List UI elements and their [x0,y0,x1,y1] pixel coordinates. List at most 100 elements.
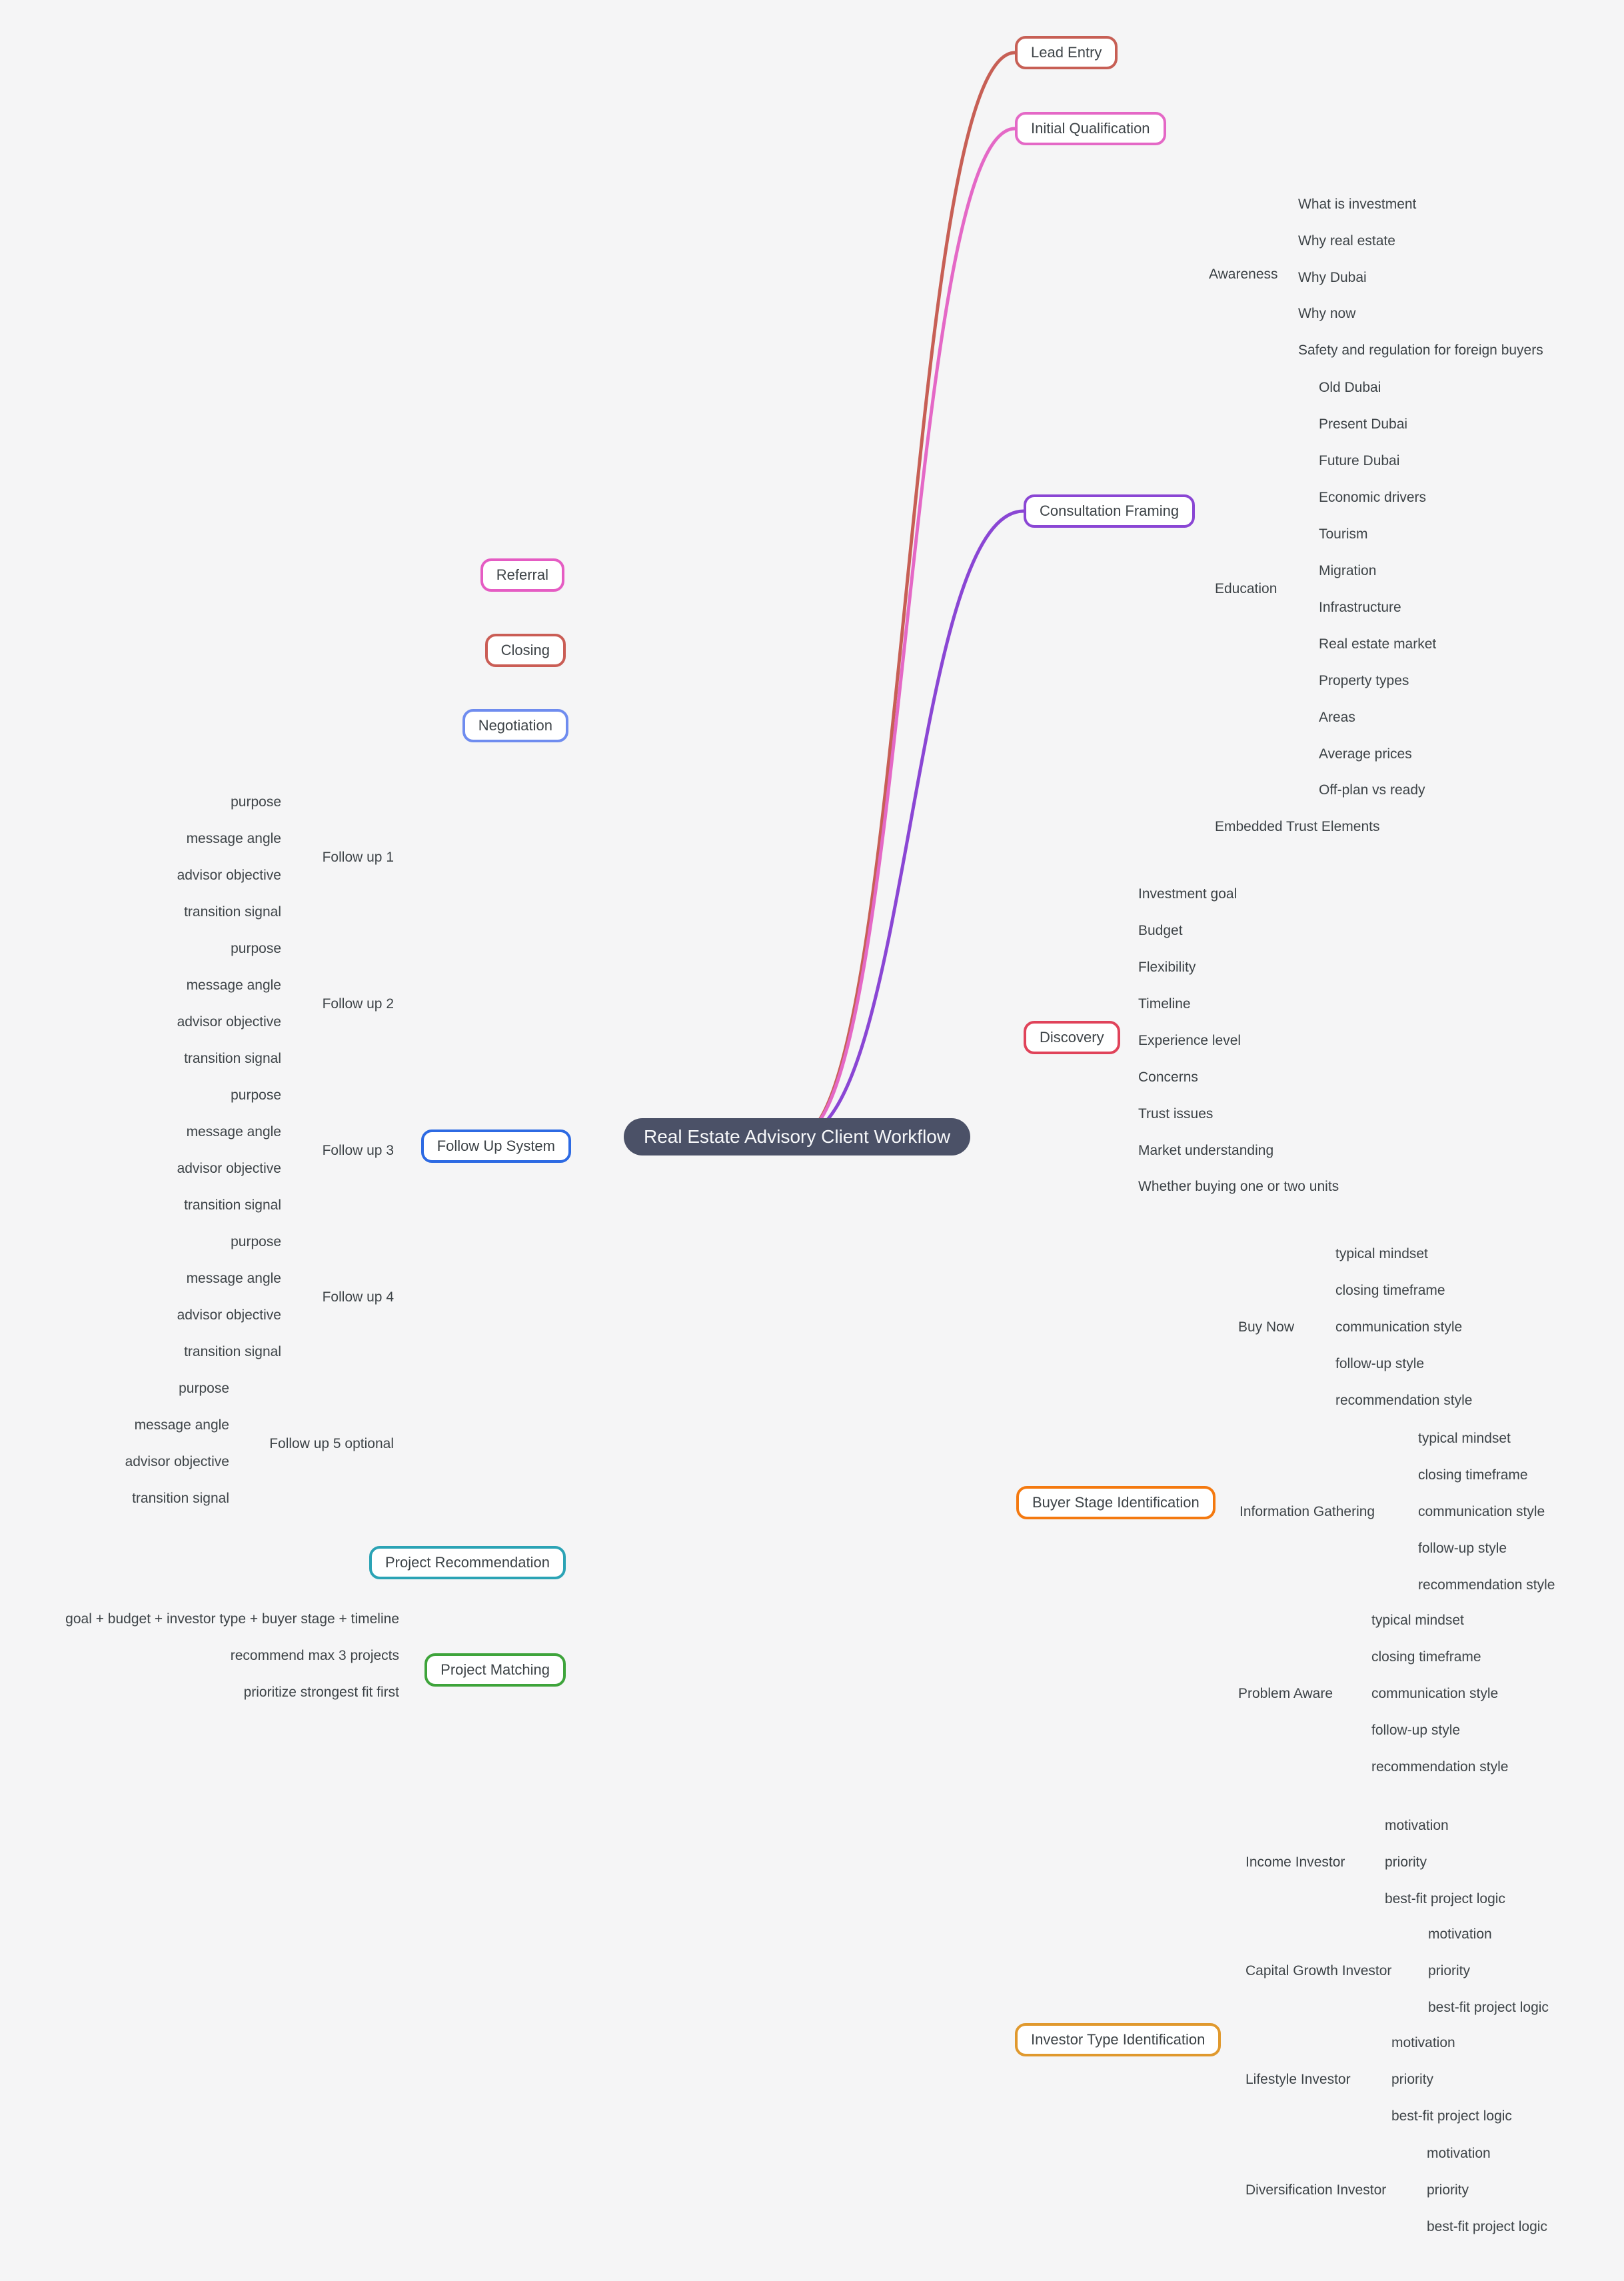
node-advisor-objective[interactable]: advisor objective [125,1454,229,1469]
node-migration[interactable]: Migration [1319,563,1377,578]
node-problem-aware[interactable]: Problem Aware [1238,1686,1333,1701]
node-capital-growth-investor[interactable]: Capital Growth Investor [1245,1963,1392,1978]
node-message-angle[interactable]: message angle [134,1417,229,1433]
node-what-is-investment[interactable]: What is investment [1298,197,1417,212]
node-communication-style[interactable]: communication style [1418,1504,1545,1519]
node-closing-timeframe[interactable]: closing timeframe [1335,1283,1445,1298]
node-property-types[interactable]: Property types [1319,673,1409,688]
node-future-dubai[interactable]: Future Dubai [1319,453,1400,468]
node-transition-signal[interactable]: transition signal [184,904,281,920]
node-recommendation-style[interactable]: recommendation style [1335,1393,1473,1408]
node-market-understanding[interactable]: Market understanding [1138,1143,1274,1158]
node-economic-drivers[interactable]: Economic drivers [1319,490,1427,505]
node-timeline[interactable]: Timeline [1138,996,1191,1012]
node-why-dubai[interactable]: Why Dubai [1298,270,1367,285]
node-initial-qualification[interactable]: Initial Qualification [1015,112,1166,145]
node-transition-signal[interactable]: transition signal [184,1344,281,1359]
node-follow-up-system[interactable]: Follow Up System [420,1130,571,1163]
node-safety-and-regulation-for-foreign-buyers[interactable]: Safety and regulation for foreign buyers [1298,343,1543,358]
node-lifestyle-investor[interactable]: Lifestyle Investor [1245,2072,1351,2087]
node-follow-up-style[interactable]: follow-up style [1418,1541,1507,1556]
node-experience-level[interactable]: Experience level [1138,1033,1241,1048]
node-closing[interactable]: Closing [484,634,566,667]
node-purpose[interactable]: purpose [231,1088,281,1103]
node-priority[interactable]: priority [1427,2182,1469,2198]
node-follow-up-3[interactable]: Follow up 3 [322,1143,394,1158]
node-areas[interactable]: Areas [1319,710,1355,725]
node-advisor-objective[interactable]: advisor objective [177,1014,281,1030]
node-follow-up-4[interactable]: Follow up 4 [322,1289,394,1305]
node-closing-timeframe[interactable]: closing timeframe [1371,1649,1481,1665]
node-follow-up-5-optional[interactable]: Follow up 5 optional [269,1436,394,1451]
node-recommendation-style[interactable]: recommendation style [1371,1759,1509,1775]
node-closing-timeframe[interactable]: closing timeframe [1418,1467,1528,1483]
node-consultation-framing[interactable]: Consultation Framing [1024,494,1196,528]
node-investment-goal[interactable]: Investment goal [1138,886,1237,902]
node-embedded-trust-elements[interactable]: Embedded Trust Elements [1215,819,1380,834]
node-advisor-objective[interactable]: advisor objective [177,1161,281,1176]
node-present-dubai[interactable]: Present Dubai [1319,416,1408,432]
node-why-now[interactable]: Why now [1298,306,1356,321]
node-follow-up-style[interactable]: follow-up style [1371,1723,1461,1738]
node-purpose[interactable]: purpose [179,1381,229,1396]
node-information-gathering[interactable]: Information Gathering [1239,1504,1375,1519]
node-best-fit-project-logic[interactable]: best-fit project logic [1385,1891,1505,1906]
node-follow-up-1[interactable]: Follow up 1 [322,850,394,865]
node-motivation[interactable]: motivation [1391,2035,1455,2050]
root-node-real-estate-advisory-client-workflow[interactable]: Real Estate Advisory Client Workflow [624,1118,971,1155]
node-message-angle[interactable]: message angle [186,1124,281,1140]
node-typical-mindset[interactable]: typical mindset [1335,1246,1428,1261]
node-tourism[interactable]: Tourism [1319,526,1368,542]
node-purpose[interactable]: purpose [231,941,281,956]
node-recommendation-style[interactable]: recommendation style [1418,1577,1555,1593]
node-typical-mindset[interactable]: typical mindset [1371,1613,1464,1628]
node-investor-type-identification[interactable]: Investor Type Identification [1015,2023,1221,2056]
node-follow-up-2[interactable]: Follow up 2 [322,996,394,1012]
node-priority[interactable]: priority [1391,2072,1434,2087]
node-purpose[interactable]: purpose [231,1234,281,1249]
node-recommend-max-3-projects[interactable]: recommend max 3 projects [230,1648,399,1663]
node-project-matching[interactable]: Project Matching [424,1653,566,1687]
node-communication-style[interactable]: communication style [1335,1319,1463,1335]
node-negotiation[interactable]: Negotiation [462,709,568,742]
node-purpose[interactable]: purpose [231,794,281,810]
node-priority[interactable]: priority [1385,1855,1427,1870]
node-transition-signal[interactable]: transition signal [184,1051,281,1066]
node-prioritize-strongest-fit-first[interactable]: prioritize strongest fit first [243,1685,399,1700]
node-education[interactable]: Education [1215,581,1277,596]
node-communication-style[interactable]: communication style [1371,1686,1499,1701]
node-transition-signal[interactable]: transition signal [184,1197,281,1213]
node-awareness[interactable]: Awareness [1209,267,1278,282]
node-message-angle[interactable]: message angle [186,978,281,993]
node-why-real-estate[interactable]: Why real estate [1298,233,1395,249]
node-motivation[interactable]: motivation [1385,1818,1449,1833]
node-priority[interactable]: priority [1428,1963,1471,1978]
node-typical-mindset[interactable]: typical mindset [1418,1431,1511,1446]
node-discovery[interactable]: Discovery [1024,1021,1120,1054]
node-transition-signal[interactable]: transition signal [132,1491,229,1506]
node-referral[interactable]: Referral [480,558,564,592]
node-off-plan-vs-ready[interactable]: Off-plan vs ready [1319,782,1425,798]
node-whether-buying-one-or-two-units[interactable]: Whether buying one or two units [1138,1179,1339,1194]
node-real-estate-market[interactable]: Real estate market [1319,636,1437,652]
node-best-fit-project-logic[interactable]: best-fit project logic [1428,2000,1549,2015]
node-best-fit-project-logic[interactable]: best-fit project logic [1427,2219,1547,2234]
node-buyer-stage-identification[interactable]: Buyer Stage Identification [1016,1486,1216,1519]
node-budget[interactable]: Budget [1138,923,1183,938]
node-motivation[interactable]: motivation [1428,1926,1492,1942]
node-message-angle[interactable]: message angle [186,1271,281,1286]
node-advisor-objective[interactable]: advisor objective [177,1307,281,1323]
node-best-fit-project-logic[interactable]: best-fit project logic [1391,2108,1512,2124]
node-infrastructure[interactable]: Infrastructure [1319,600,1401,615]
node-goal-budget-investor-type-buyer-stage-timeline[interactable]: goal + budget + investor type + buyer st… [65,1611,399,1627]
node-lead-entry[interactable]: Lead Entry [1015,36,1118,69]
node-income-investor[interactable]: Income Investor [1245,1855,1345,1870]
node-flexibility[interactable]: Flexibility [1138,960,1196,975]
node-concerns[interactable]: Concerns [1138,1070,1198,1085]
node-message-angle[interactable]: message angle [186,831,281,846]
node-average-prices[interactable]: Average prices [1319,746,1412,762]
node-advisor-objective[interactable]: advisor objective [177,868,281,883]
node-old-dubai[interactable]: Old Dubai [1319,380,1381,395]
node-diversification-investor[interactable]: Diversification Investor [1245,2182,1387,2198]
node-trust-issues[interactable]: Trust issues [1138,1106,1214,1122]
